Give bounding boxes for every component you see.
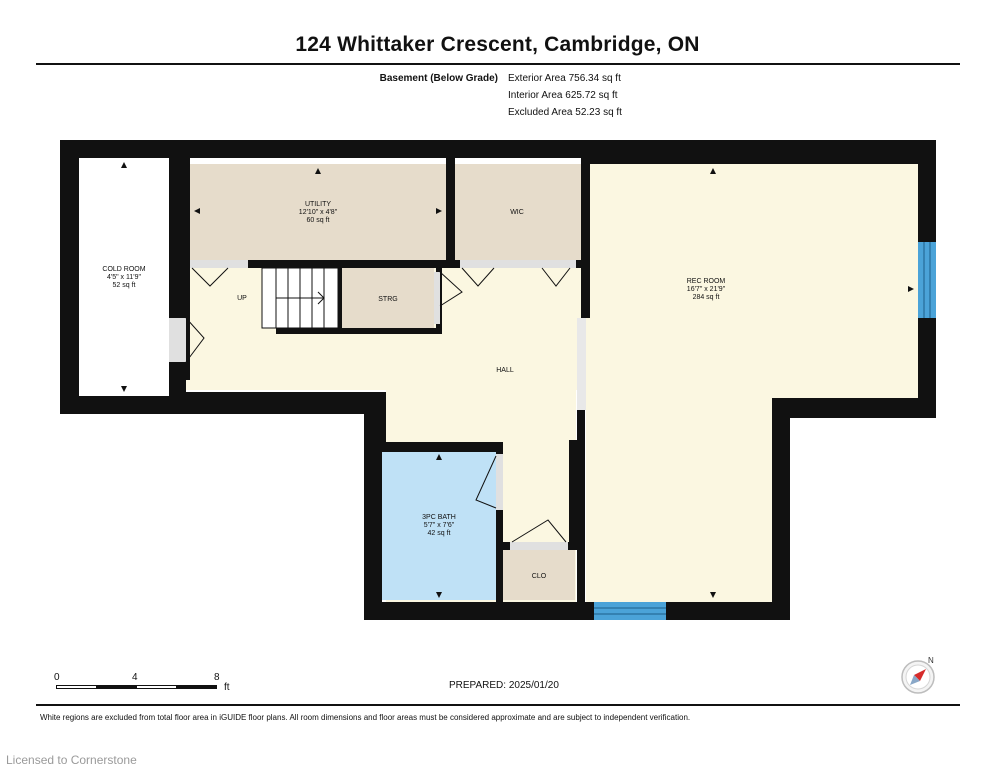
bath-dims: 5'7" x 7'6": [424, 522, 455, 529]
scale-segment-4: [176, 685, 217, 689]
scale-tick-4: 4: [132, 672, 138, 683]
closet-door-gap: [510, 542, 568, 550]
utility-name: UTILITY: [305, 201, 331, 208]
wic-name: WIC: [510, 209, 524, 216]
license-watermark: Licensed to Cornerstone: [6, 753, 137, 767]
scale-segment-1: [56, 685, 97, 689]
stair-bottom-wall: [276, 328, 442, 334]
stairs-up-label: UP: [237, 295, 247, 302]
bath-door-gap: [496, 454, 503, 510]
bath-area: 42 sq ft: [428, 530, 451, 537]
wic-door-gap: [460, 260, 576, 268]
closet-door-swing: [511, 519, 567, 543]
bottom-divider: [36, 704, 960, 706]
storage-door-swing: [439, 271, 463, 307]
cold-room-door-swing: [185, 317, 205, 363]
disclaimer-text: White regions are excluded from total fl…: [40, 713, 691, 722]
area-summary: Exterior Area 756.34 sq ft Interior Area…: [508, 70, 622, 121]
utility-door-gap: [190, 260, 248, 268]
closet-floor: [503, 550, 575, 600]
closet-name: CLO: [532, 573, 547, 580]
prepared-date: PREPARED: 2025/01/20: [449, 680, 559, 691]
cold-room-dims: 4'5" x 11'9": [107, 274, 141, 281]
utility-dims: 12'10" x 4'8": [299, 209, 338, 216]
scale-unit: ft: [224, 682, 230, 693]
utility-area: 60 sq ft: [307, 217, 330, 224]
utility-bottom-wall: [186, 260, 586, 268]
rec-room-floor: [586, 164, 918, 602]
rec-room-name: REC ROOM: [687, 278, 726, 285]
scale-bar: 0 4 8 ft: [54, 672, 236, 696]
utility-left-wall: [186, 158, 190, 264]
cold-room-area: 52 sq ft: [113, 282, 136, 289]
level-name: Basement (Below Grade): [379, 73, 498, 84]
top-divider: [36, 63, 960, 65]
storage-door-gap: [434, 272, 440, 324]
cold-room-door-gap: [169, 318, 186, 362]
cold-room-name: COLD ROOM: [102, 266, 145, 273]
interior-area: Interior Area 625.72 sq ft: [508, 90, 618, 101]
rec-window-south-mullions: [594, 607, 666, 615]
hall-name: HALL: [496, 367, 514, 374]
stair-right-wall: [338, 268, 342, 332]
rec-window-south: [594, 602, 666, 620]
bath-door-swing: [475, 455, 497, 509]
utility-floor: [190, 164, 446, 260]
excluded-area: Excluded Area 52.23 sq ft: [508, 107, 622, 118]
rec-window-east-mullions: [923, 242, 931, 318]
bath-right-wall: [496, 442, 503, 606]
scale-tick-8: 8: [214, 672, 220, 683]
bath-top-wall: [382, 442, 502, 452]
rec-window-east: [918, 242, 936, 318]
plan-title: 124 Whittaker Crescent, Cambridge, ON: [295, 33, 700, 56]
scale-segment-3: [136, 685, 177, 689]
wic-floor: [455, 164, 581, 260]
utility-wic-wall: [446, 158, 455, 264]
stairs: [261, 267, 339, 329]
scale-tick-0: 0: [54, 672, 60, 683]
bath-floor: [382, 452, 496, 600]
bath-name: 3PC BATH: [422, 514, 456, 521]
rec-opening: [577, 318, 586, 410]
hall-rec-wall: [577, 410, 585, 602]
storage-name: STRG: [378, 296, 397, 303]
rec-room-area: 284 sq ft: [693, 294, 720, 301]
storage-floor: [342, 268, 434, 328]
compass-north-label: N: [928, 656, 934, 665]
level-label: Basement (Below Grade): [374, 70, 498, 87]
compass-icon: N: [901, 656, 935, 694]
wic-rec-wall: [581, 158, 590, 318]
wic-door-swing: [461, 267, 571, 287]
exterior-area: Exterior Area 756.34 sq ft: [508, 73, 621, 84]
utility-door-swing: [191, 267, 229, 287]
cold-room-floor: [79, 158, 169, 396]
rec-room-dims: 16'7" x 21'9": [687, 286, 726, 293]
scale-segment-2: [96, 685, 137, 689]
closet-right-wall: [569, 440, 577, 550]
dimension-arrows: [121, 162, 914, 598]
